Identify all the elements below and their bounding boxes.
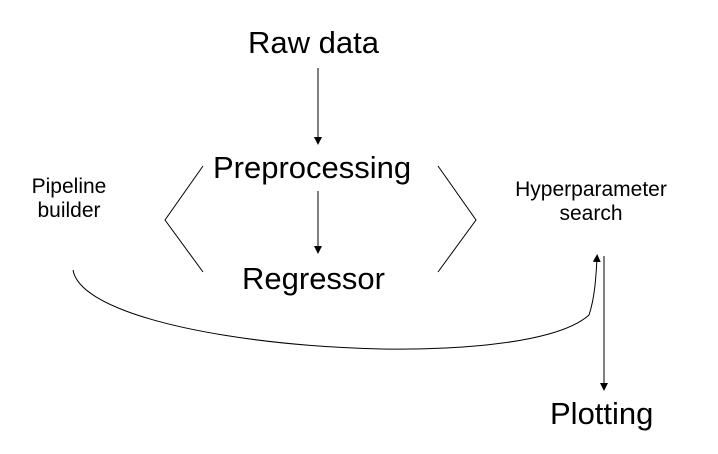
pipeline-builder-label: Pipeline builder [18,175,120,223]
pipeline-to-hyperparameter-curve [72,254,601,350]
hyperparameter-search-line-1: Hyperparameter [515,178,667,201]
hyperparameter-search-label: Hyperparameter search [488,178,694,226]
plotting-label: Plotting [550,396,654,431]
right-group-bracket [437,165,477,273]
hyperparameter-search-line-2: search [559,202,623,226]
pipeline-builder-line-1: Pipeline [31,175,107,198]
preprocessing-label: Preprocessing [213,150,412,185]
pipeline-builder-line-2: builder [37,199,101,223]
raw-data-label: Raw data [248,25,379,60]
left-group-bracket [164,165,204,273]
regressor-label: Regressor [242,261,385,296]
